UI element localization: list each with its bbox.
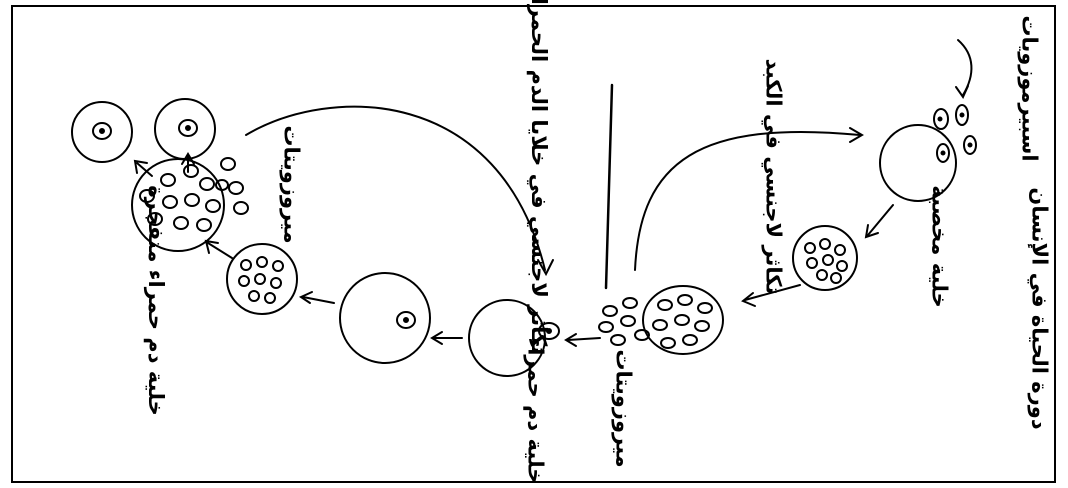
arrow-sporozoite-entry [957,39,973,96]
liver-schizont [792,225,858,291]
infected-red-cell-label: خلية دم حمراء متفجرة [143,185,168,416]
arrow-to-infected-1 [136,162,153,177]
title-label: دورة الحياة في الإنسان [1027,187,1052,430]
sporozoite-cluster [933,104,977,163]
red-cell-schizont [226,243,298,315]
left-merozoites-label: ميروزويتات [279,125,304,244]
arrow-liver-to-schizont [867,204,894,236]
red-cell-label: خلية دم حمراء [523,337,548,484]
arrow-schizont-to-merozoites [744,284,801,301]
red-cell-infected-1 [71,101,133,163]
diagram-frame [11,5,1056,483]
left-merozoites [139,157,249,232]
liver-cell [879,124,957,202]
red-cell-multiplication-label: تكاثر لاجنسي في خلايا الدم الحمراء [527,0,552,355]
arrow-arc-red-cycle [245,105,546,271]
red-cell-infected-2 [154,98,216,160]
middle-merozoites [598,294,713,349]
fertilized-egg-label: خلية مخصبة [927,185,952,308]
divider-line [604,83,614,290]
arrow-schizont-to-merozoites-left [207,242,233,259]
middle-merozoites-label: ميروزويتات [611,349,636,468]
ruptured-schizont [642,285,724,355]
arrow-ring-to-schizont [302,296,335,304]
liver-multiplication-label: تكاثر لاجنسي في الكبد [761,58,786,295]
red-cell-schizont-nuclei [238,256,284,304]
arrow-merozoite-to-redcell [567,337,601,341]
arrow-arc-to-liver [634,131,861,271]
sporozoites-label: اسبيرموزويات [1017,15,1042,162]
liver-schizont-nuclei [804,238,848,284]
red-cell-ring [339,272,431,364]
